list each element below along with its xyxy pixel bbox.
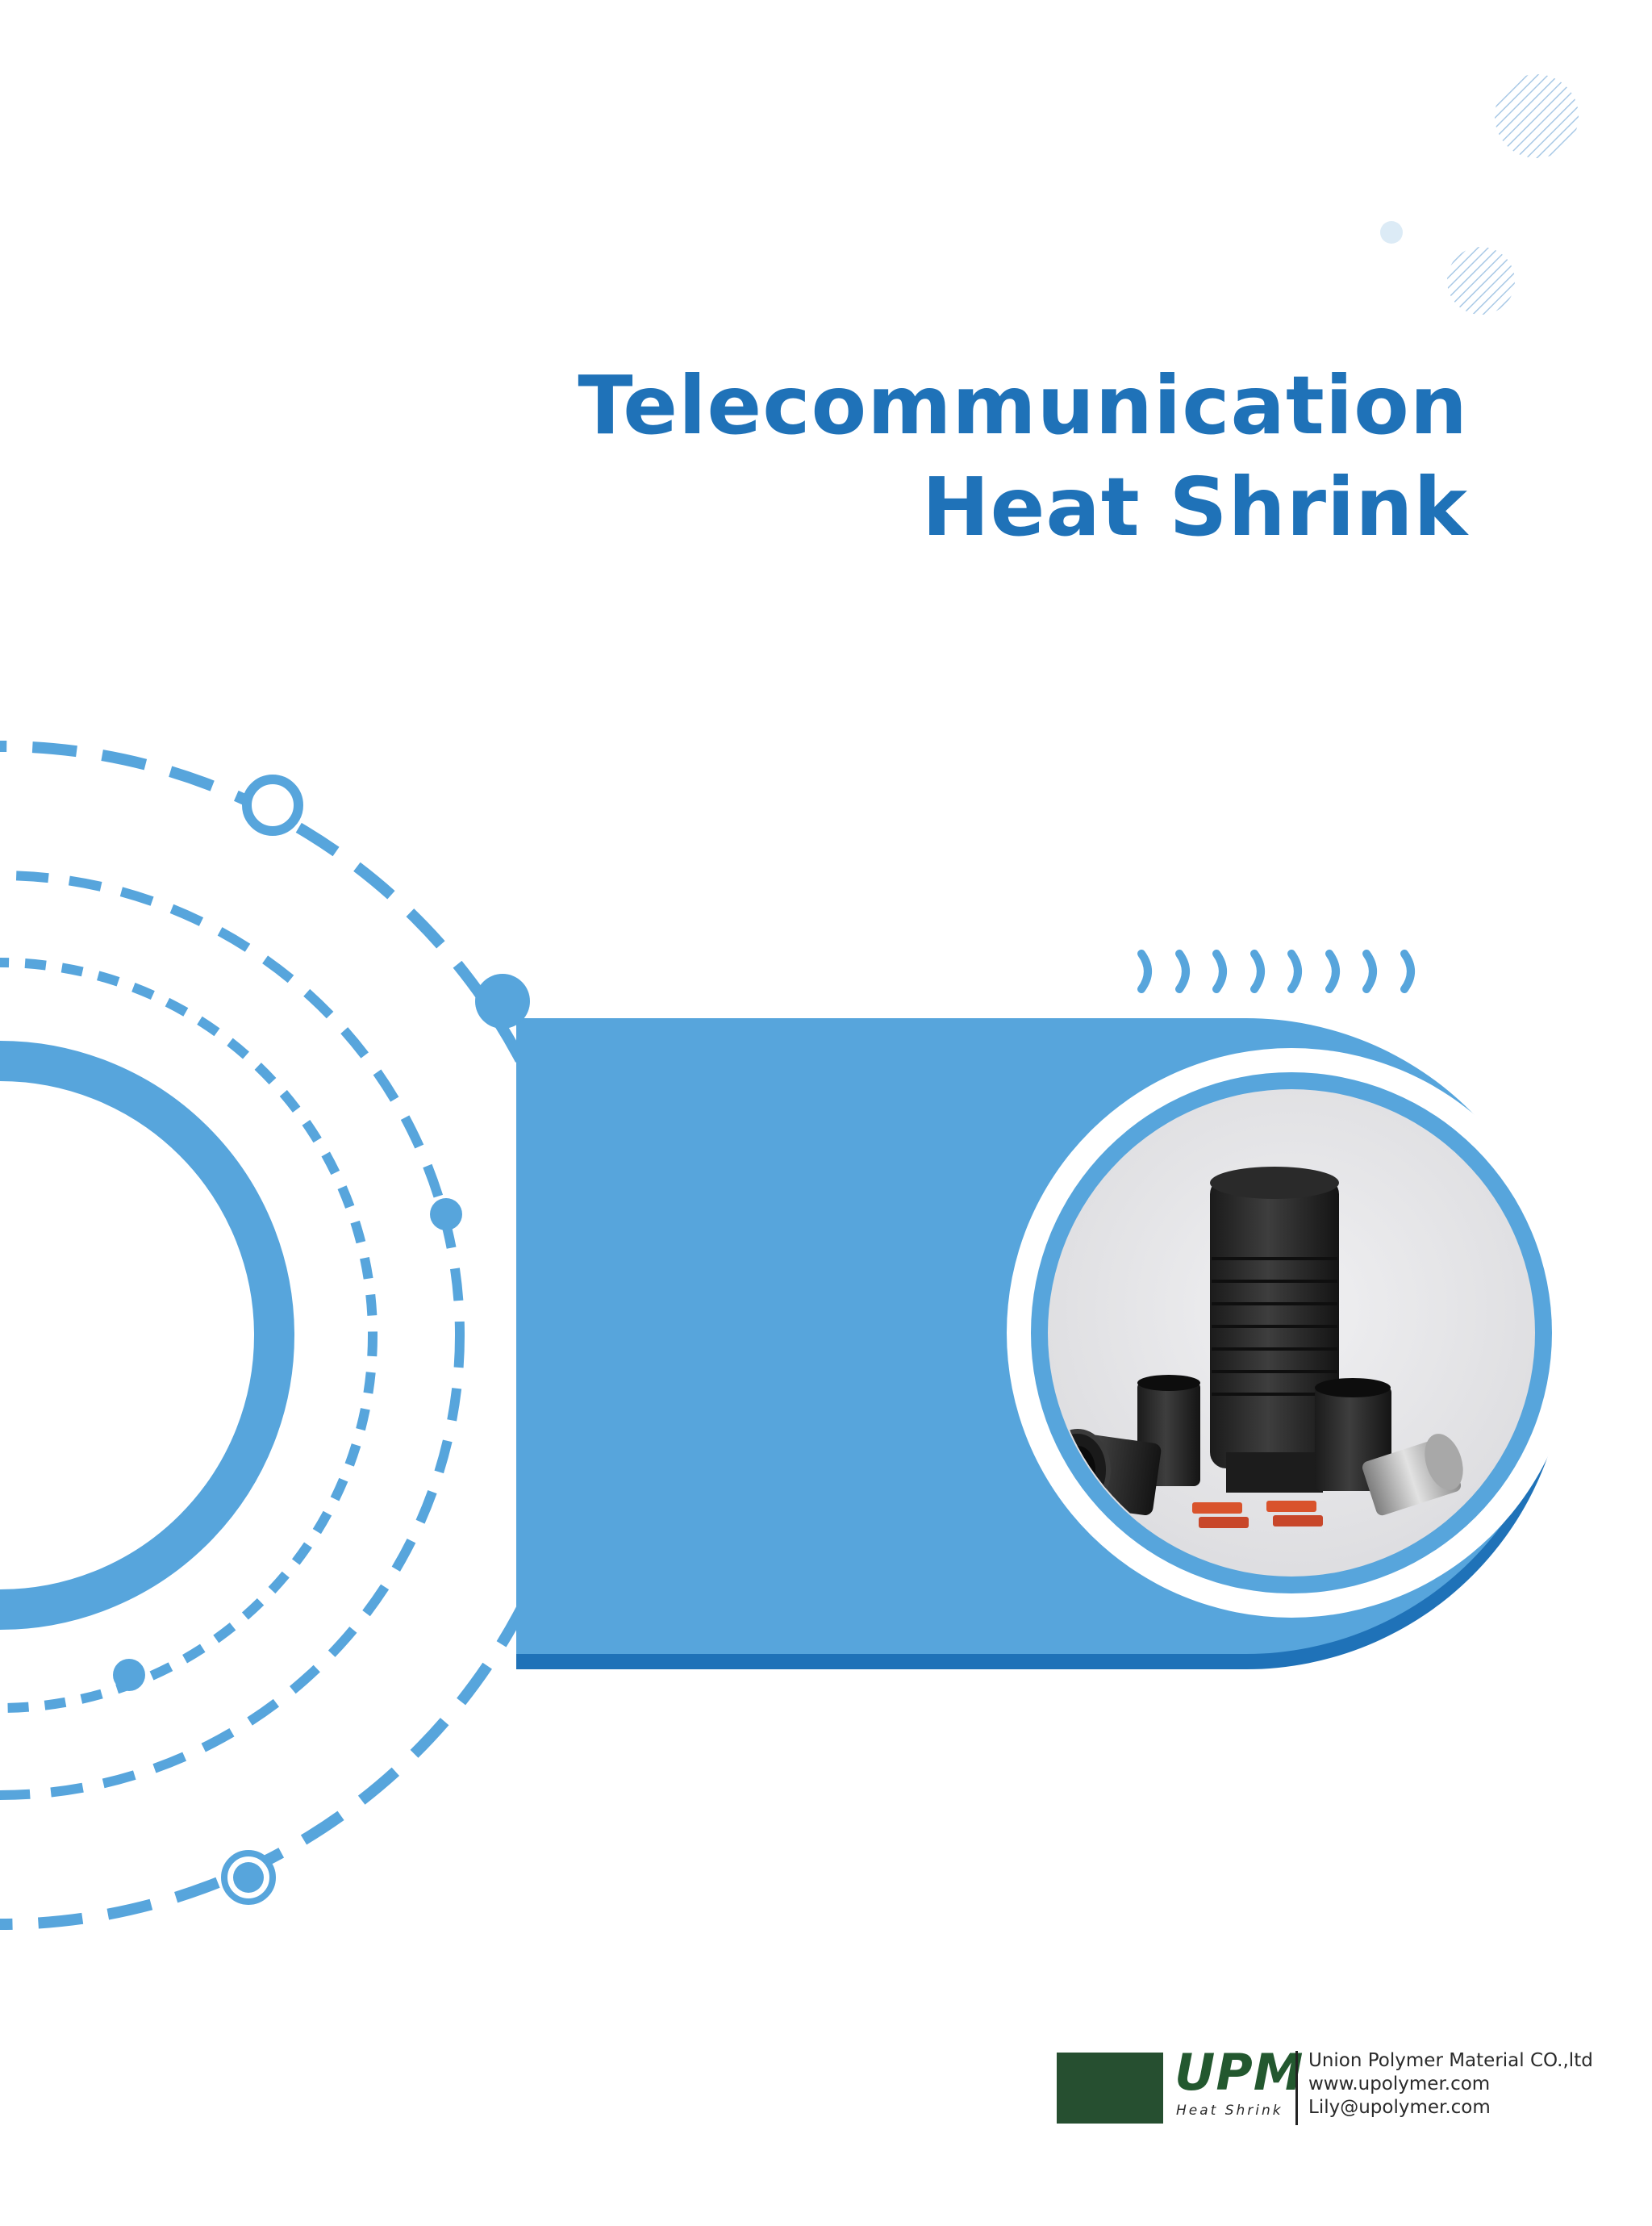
dot-bubble (1380, 221, 1403, 244)
brand-logo: UPM (1174, 2043, 1304, 2102)
ring-dot-low (113, 1659, 145, 1691)
brand-subtitle: Heat Shrink (1176, 2103, 1283, 2119)
hatched-bubble-small (1447, 247, 1515, 315)
footer-divider (1295, 2051, 1298, 2125)
solid-ring (0, 1041, 294, 1630)
hatched-bubble-large (1495, 74, 1579, 158)
company-name: Union Polymer Material CO.,ltd (1308, 2050, 1593, 2071)
page-title: Telecommunication Heat Shrink (578, 355, 1468, 558)
dashed-ring-2 (0, 871, 465, 1800)
ring-marker-top (242, 775, 303, 836)
product-photo (1007, 1048, 1576, 1618)
chevron-arrows-icon (1137, 950, 1415, 993)
decor-bubbles (1380, 74, 1579, 315)
website-link[interactable]: www.upolymer.com (1308, 2074, 1491, 2094)
ring-dot-large (475, 974, 530, 1029)
contact-block: Union Polymer Material CO.,ltd www.upoly… (1308, 2049, 1593, 2120)
email-link[interactable]: Lily@upolymer.com (1308, 2097, 1491, 2118)
concentric-arcs (0, 741, 594, 1930)
ring-dot-mid (430, 1198, 462, 1230)
arc-markers (113, 775, 530, 1905)
title-line-2: Heat Shrink (921, 460, 1468, 554)
dashed-ring-1 (0, 958, 378, 1713)
ring-marker-bottom-inner (233, 1862, 264, 1893)
company-footer: UPM Heat Shrink Union Polymer Material C… (1057, 2044, 1593, 2138)
title-line-1: Telecommunication (578, 358, 1468, 453)
logo-green-block (1057, 2053, 1163, 2124)
